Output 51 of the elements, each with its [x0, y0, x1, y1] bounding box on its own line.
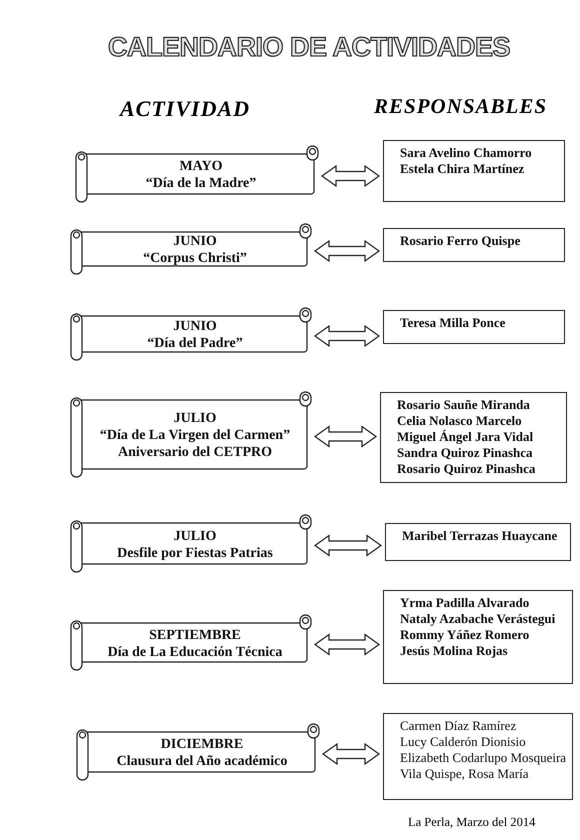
person-name: Jesús Molina Rojas: [400, 643, 509, 659]
responsible-box: [383, 310, 565, 344]
person-name: Maribel Terrazas Huaycane: [402, 528, 558, 544]
month-heading: JUNIO: [173, 318, 217, 335]
month-heading: DICIEMBRE: [160, 736, 244, 753]
double-arrow: [320, 164, 380, 188]
double-arrow: [322, 742, 380, 766]
responsible-box: [383, 228, 565, 262]
person-name: Rosario Quiroz Pinashca: [397, 461, 536, 477]
date-note: La Perla, Marzo del 2014: [408, 815, 536, 830]
responsible-box: [380, 392, 567, 483]
column-heading: ACTIVIDAD: [120, 96, 250, 122]
person-name: Rosario Sauñe Miranda: [397, 397, 531, 413]
responsible-box: [383, 590, 573, 684]
title: CALENDARIO DE ACTIVIDADES: [108, 31, 510, 64]
person-name: Yrma Padilla Alvarado: [400, 595, 530, 611]
responsible-box: [385, 523, 571, 561]
person-name: Elizabeth Codarlupo Mosqueira: [400, 750, 566, 766]
double-arrow: [314, 425, 378, 448]
double-arrow: [314, 240, 380, 262]
responsible-box: [383, 140, 565, 202]
person-name: Sara Avelino Chamorro: [400, 145, 533, 161]
person-name: Lucy Calderón Dionisio: [400, 734, 527, 750]
activity-name: Clausura del Año académico: [116, 753, 288, 770]
person-name: Rommy Yáñez Romero: [400, 627, 530, 643]
person-name: Vila Quispe, Rosa María: [400, 766, 530, 782]
person-name: Miguel Ángel Jara Vidal: [397, 429, 534, 445]
activity-name: Desfile por Fiestas Patrias: [117, 544, 273, 562]
person-name: Sandra Quiroz Pinashca: [397, 445, 534, 461]
double-arrow: [314, 534, 382, 557]
activity-name: “Día de La Virgen del Carmen”: [100, 427, 290, 444]
month-heading: JULIO: [174, 528, 216, 544]
person-name: Estela Chira Martínez: [400, 161, 526, 177]
month-heading: JUNIO: [173, 233, 217, 250]
person-name: Rosario Ferro Quispe: [400, 233, 522, 249]
column-heading: RESPONSABLES: [374, 94, 548, 119]
responsible-box: [383, 713, 573, 800]
person-name: Nataly Azabache Verástegui: [400, 611, 556, 627]
person-name: Celia Nolasco Marcelo: [397, 413, 523, 429]
double-arrow: [314, 633, 380, 656]
activity-name: “Día de la Madre”: [146, 175, 256, 192]
month-heading: SEPTIEMBRE: [149, 626, 241, 644]
month-heading: MAYO: [179, 158, 223, 175]
activity-name: Aniversario del CETPRO: [118, 444, 272, 461]
activity-name: “Corpus Christi”: [143, 250, 247, 267]
activity-name: Día de La Educación Técnica: [108, 644, 282, 660]
person-name: Carmen Díaz Ramírez: [400, 718, 518, 734]
person-name: Teresa Milla Ponce: [400, 315, 506, 331]
double-arrow: [314, 324, 380, 348]
activity-name: “Día del Padre”: [147, 335, 243, 352]
month-heading: JULIO: [174, 410, 216, 427]
